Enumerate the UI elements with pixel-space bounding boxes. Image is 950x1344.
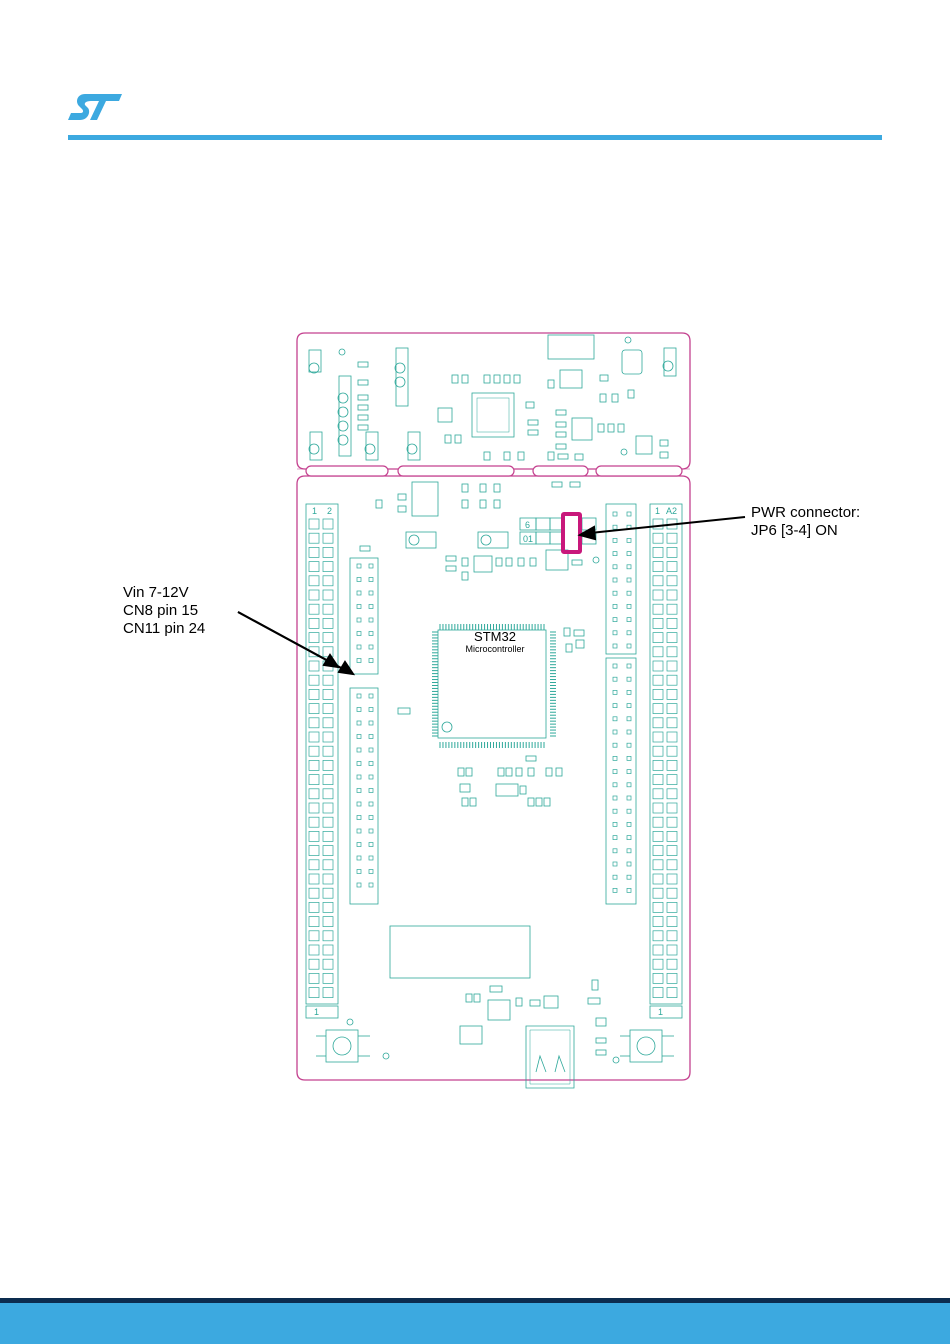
bottom-right-pin-label: 1 bbox=[658, 1007, 663, 1017]
jp6-top-label: 6 bbox=[525, 520, 530, 530]
pwr-connector-line1: PWR connector: bbox=[751, 504, 860, 522]
mcu-label: STM32 Microcontroller bbox=[440, 629, 550, 655]
board-components bbox=[306, 335, 682, 1088]
header-pins bbox=[309, 512, 677, 998]
vin-line3: CN11 pin 24 bbox=[123, 620, 205, 638]
cn10-pin1-label: 1 bbox=[655, 506, 660, 516]
cn10-pin2-label: A2 bbox=[666, 506, 677, 516]
pwr-connector-annotation: PWR connector: JP6 [3-4] ON bbox=[751, 504, 860, 540]
vin-annotation: Vin 7-12V CN8 pin 15 CN11 pin 24 bbox=[123, 584, 205, 638]
board-break-slots bbox=[306, 466, 682, 476]
jp6-bottom-label: 01 bbox=[523, 534, 533, 544]
footer-bar bbox=[0, 1303, 950, 1344]
bottom-left-pin-label: 1 bbox=[314, 1007, 319, 1017]
vin-line1: Vin 7-12V bbox=[123, 584, 205, 602]
pwr-connector-line2: JP6 [3-4] ON bbox=[751, 522, 860, 540]
cn7-pin2-label: 2 bbox=[327, 506, 332, 516]
silkscreen: 6 01 1 2 1 A2 1 1 bbox=[312, 506, 677, 1017]
mcu-subtitle: Microcontroller bbox=[440, 644, 550, 655]
cn7-pin1-label: 1 bbox=[312, 506, 317, 516]
mcu-title: STM32 bbox=[440, 629, 550, 644]
vin-line2: CN8 pin 15 bbox=[123, 602, 205, 620]
jp6-highlight bbox=[563, 514, 580, 552]
